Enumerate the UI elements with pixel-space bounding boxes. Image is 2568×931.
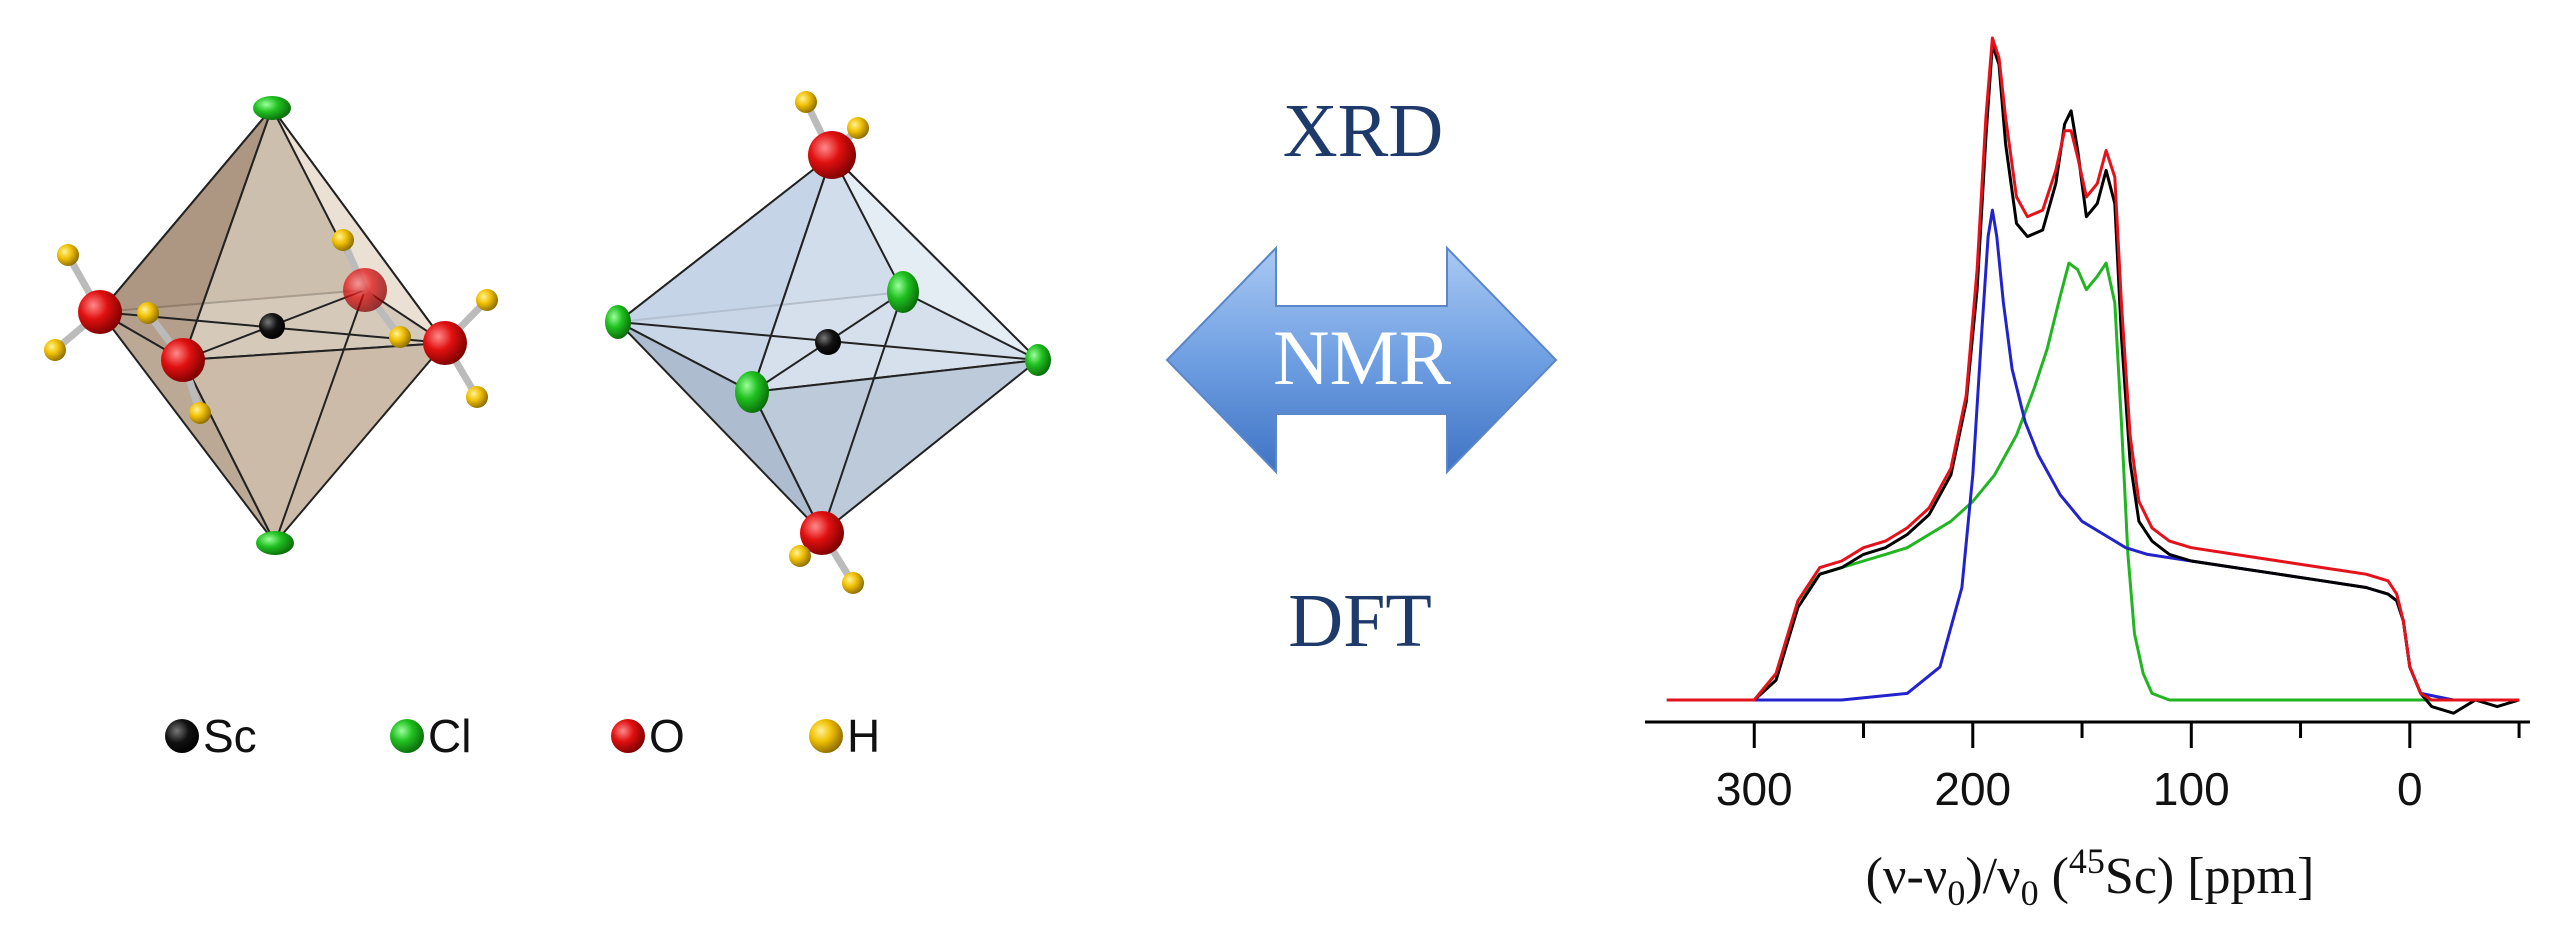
method-dft-label: DFT — [1288, 579, 1432, 663]
h-atom — [57, 244, 79, 266]
legend-o-label: O — [649, 710, 685, 762]
h-atom — [466, 386, 488, 408]
cl-atom — [253, 96, 291, 120]
h-atom — [789, 545, 811, 567]
octahedron-left-face-e — [181, 341, 448, 545]
h-atom — [847, 117, 869, 139]
atom-legend: Sc Cl O H — [165, 710, 880, 762]
double-arrow: NMR — [1165, 245, 1558, 475]
legend-o-swatch — [611, 719, 645, 753]
o-atom — [800, 511, 844, 555]
h-atom — [389, 326, 411, 348]
legend-sc-label: Sc — [203, 710, 257, 762]
h-atom — [842, 572, 864, 594]
cl-atom — [1025, 344, 1051, 376]
sc-atom — [259, 313, 285, 339]
spectrum-series-group — [1666, 36, 2520, 715]
octahedron-right — [605, 91, 1051, 594]
method-nmr-label: NMR — [1273, 314, 1451, 401]
x-tick-label: 300 — [1716, 763, 1793, 815]
spectrum-series-line — [1666, 36, 2520, 702]
o-atom — [78, 290, 122, 334]
x-axis-ticks: 300 200 100 0 — [1716, 722, 2521, 815]
x-tick-label: 200 — [1934, 763, 2011, 815]
h-atom — [476, 289, 498, 311]
double-arrow-shape — [1165, 245, 1558, 475]
legend-sc-swatch — [165, 719, 199, 753]
octahedron-right-face-e — [750, 358, 1042, 535]
cl-atom — [256, 531, 294, 555]
x-tick-label: 100 — [2153, 763, 2230, 815]
cl-atom — [887, 271, 919, 313]
octahedron-left — [44, 96, 498, 555]
method-xrd-label: XRD — [1283, 89, 1443, 173]
octahedron-right-face-c — [831, 154, 1039, 361]
octahedron-left-face-c — [271, 107, 446, 344]
x-tick-label: 0 — [2397, 763, 2423, 815]
legend-h-swatch — [809, 719, 843, 753]
o-atom — [343, 268, 387, 312]
h-atom — [44, 339, 66, 361]
o-atom — [808, 131, 856, 179]
cl-atom — [735, 371, 769, 413]
nmr-chart: 300 200 100 0 (ν-ν0)/ν0 (45Sc) [ppm] — [1645, 36, 2530, 913]
h-atom — [189, 402, 211, 424]
o-atom — [423, 321, 467, 365]
legend-cl-label: Cl — [428, 710, 471, 762]
h-atom — [795, 91, 817, 113]
x-axis-title: (ν-ν0)/ν0 (45Sc) [ppm] — [1866, 841, 2315, 913]
legend-h-label: H — [847, 710, 880, 762]
sc-atom — [815, 329, 841, 355]
legend-cl-swatch — [390, 719, 424, 753]
spectrum-series-line — [1666, 261, 2520, 702]
h-atom — [137, 302, 159, 324]
cl-atom — [605, 305, 631, 339]
h-atom — [332, 229, 354, 251]
o-atom — [161, 338, 205, 382]
